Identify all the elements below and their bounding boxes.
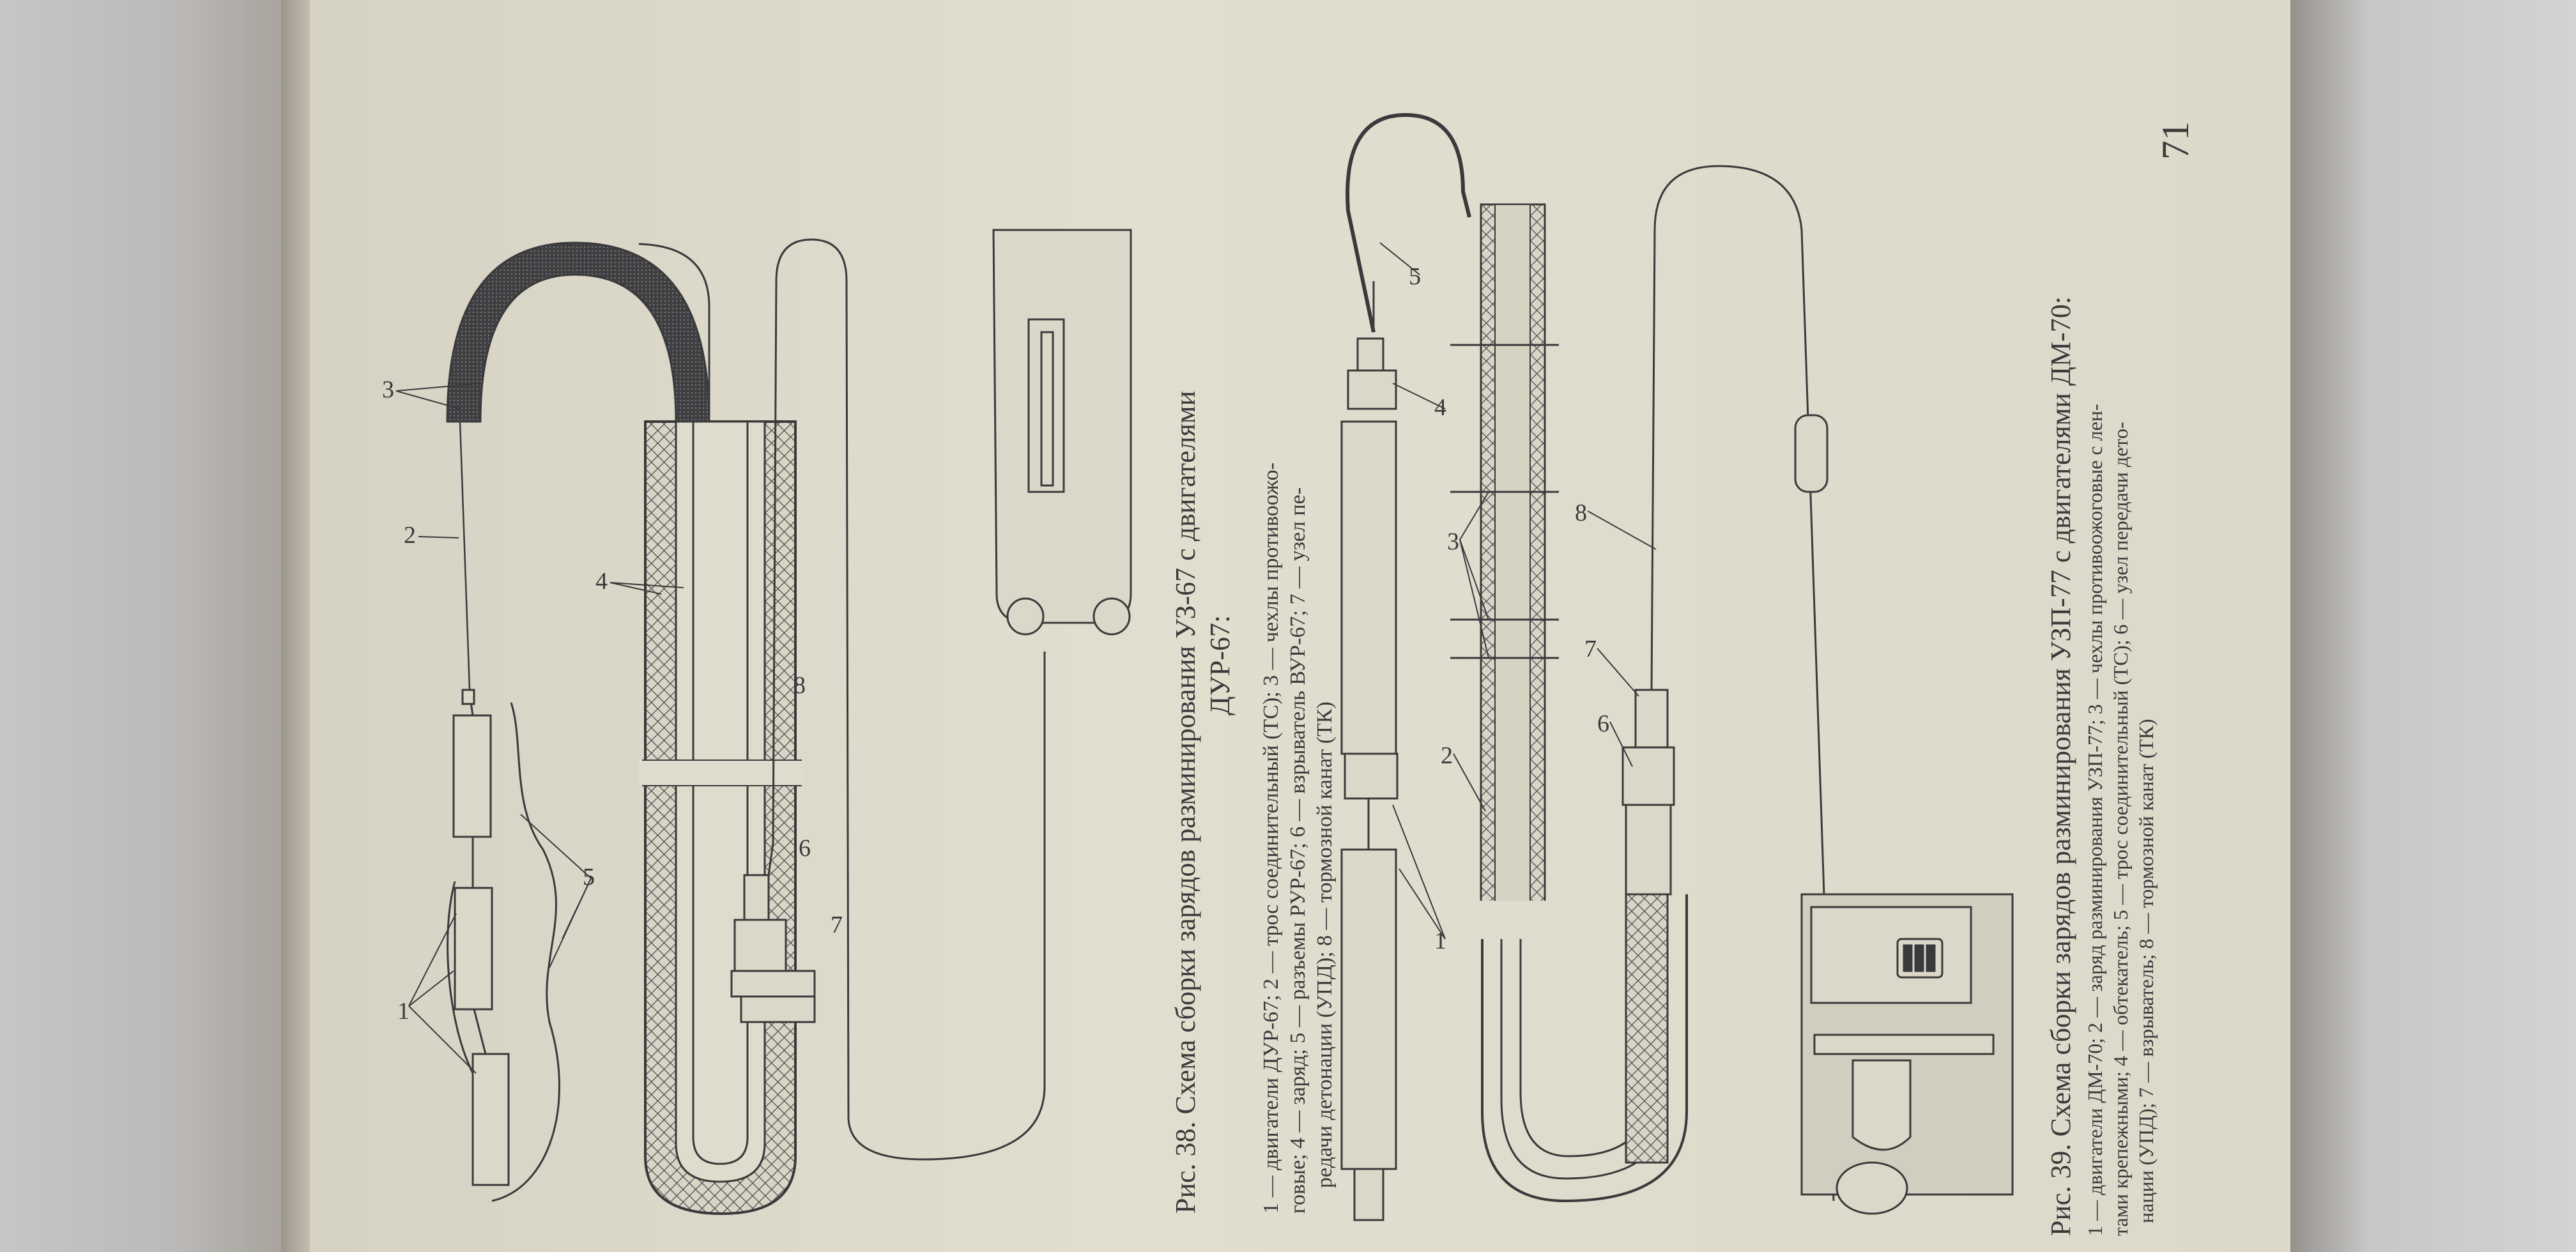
fig38-title-line2: ДУР-67: [1204,615,1236,715]
fig38-callout-7: 7 [831,912,843,938]
figure-38-callouts: 1 2 3 4 5 6 7 8 [382,376,843,1025]
fig39-title-line1: Рис. 39. Схема сборки зарядов разминиров… [2045,296,2076,1236]
fig39-callout-8: 8 [1575,500,1587,526]
fig39-legend-line3: нации (УПД); 7 — взрыватель; 8 — тормозн… [2135,719,2158,1223]
fig39-callout-2: 2 [1441,742,1453,769]
fig38-title-line1: Рис. 38. Схема сборки зарядов разминиров… [1170,391,1201,1214]
fig38-cover [446,241,710,423]
fig38-legend-line3: редачи детонации (УПД); 8 — тормозной ка… [1313,701,1337,1188]
fig39-callout-7: 7 [1584,636,1597,662]
figure-39-callouts: 1 2 3 4 5 6 7 8 [1409,263,1609,954]
fig38-callout-6: 6 [799,835,811,862]
figure-39-diagram [1340,112,2014,1221]
fig38-legend-line1: 1 — двигатели ДУР-67; 2 — трос соедините… [1259,462,1283,1214]
figure-38-diagram [446,229,1132,1216]
fig38-cable [491,702,560,1202]
fig38-legend-line2: говые; 4 — заряд; 5 — разъемы РУР-67; 6 … [1286,487,1310,1214]
fig39-callout-4: 4 [1434,394,1446,421]
fig39-legend-line2: тами крепежными; 4 — обтекатель; 5 — тро… [2109,422,2132,1236]
fig38-callout-3: 3 [382,376,394,403]
fig38-charge [639,420,805,1216]
fig38-callout-8: 8 [793,672,806,699]
fig38-callout-1: 1 [397,998,410,1025]
page-number-group: 71 [2154,121,2196,160]
background-cloth-right [2281,0,2576,1252]
background-cloth-left [0,0,288,1252]
fig38-callout-4: 4 [595,568,608,595]
page-number: 71 [2154,121,2196,160]
fig39-callout-3: 3 [1447,528,1459,555]
fig39-legend-line1: 1 — двигатели ДМ-70; 2 — заряд разминиро… [2083,404,2106,1236]
fig38-callout-2: 2 [404,522,416,549]
fig39-callout-6: 6 [1597,710,1609,737]
fig38-motors [452,689,510,1186]
figure-39-caption: Рис. 39. Схема сборки зарядов разминиров… [2045,296,2158,1236]
figure-38-caption: Рис. 38. Схема сборки зарядов разминиров… [1170,391,1337,1214]
fig39-charge [1450,203,1688,1203]
fig39-callout-5: 5 [1409,263,1421,290]
